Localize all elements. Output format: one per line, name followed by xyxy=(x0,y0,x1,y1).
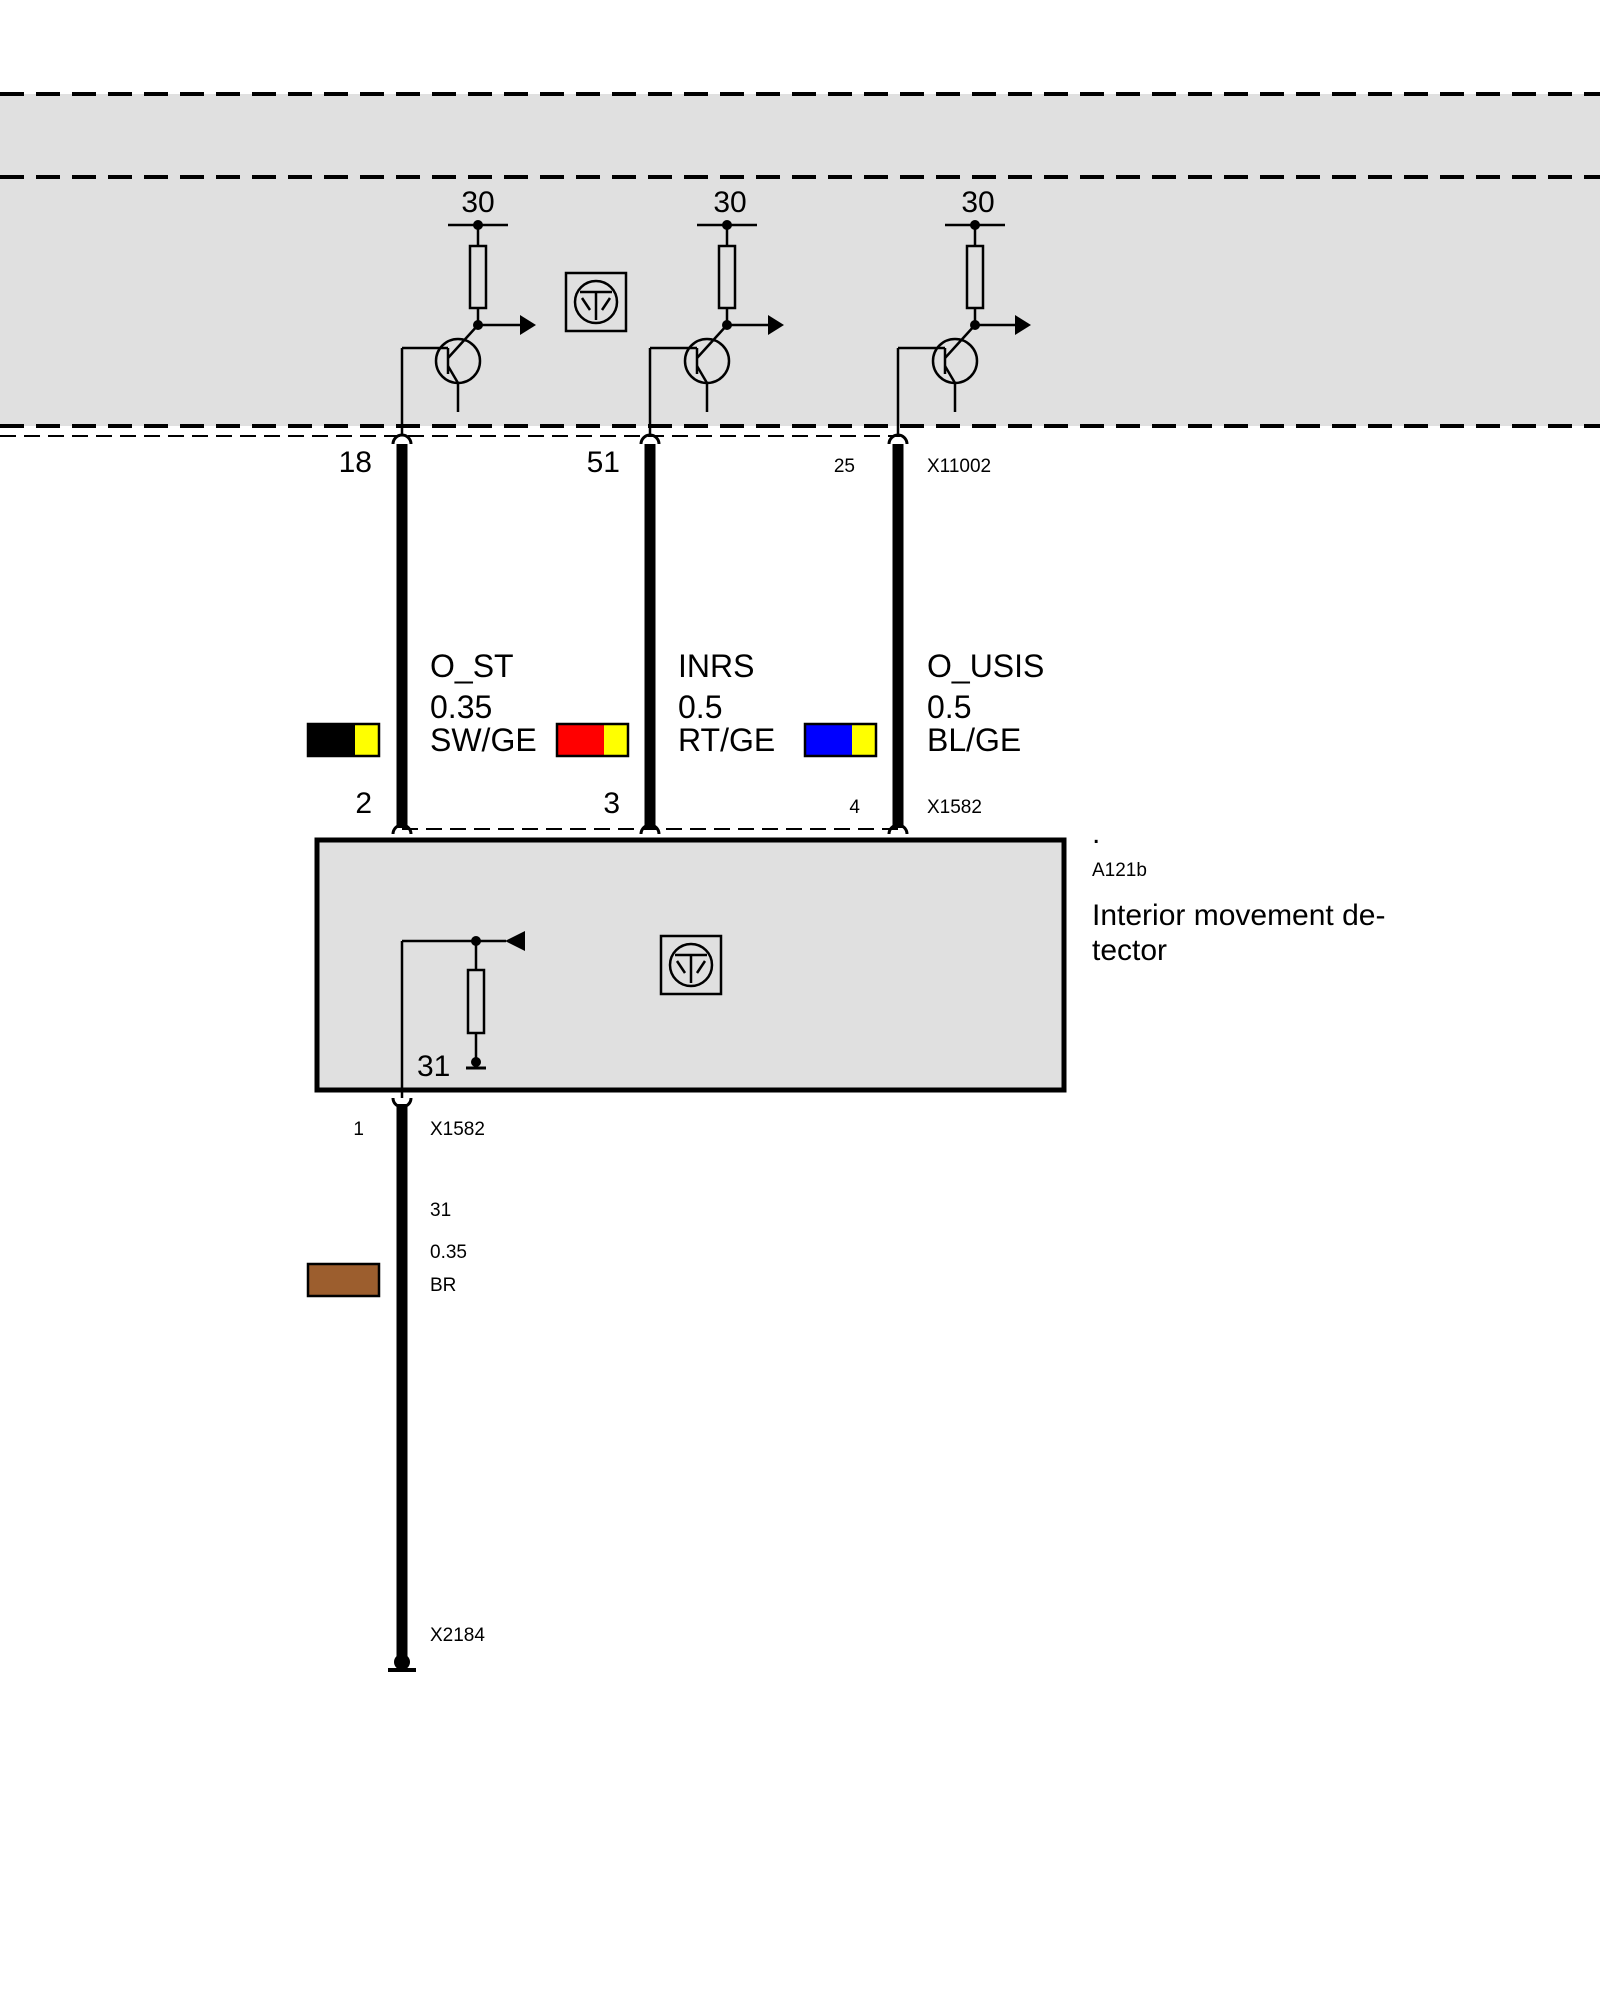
pin-terminal-icon xyxy=(887,823,909,835)
wire-gauge-o-usis: 0.5 xyxy=(927,689,971,725)
ground-terminal-label: 31 xyxy=(417,1050,450,1083)
wire-o-usis-labels: O_USIS 0.5 BL/GE xyxy=(803,648,1044,758)
connector-x1582-top: 2 3 4 X1582 xyxy=(355,787,982,835)
connector-x11002: 18 51 25 X11002 xyxy=(339,433,991,479)
wire-o-st-labels: O_ST 0.35 SW/GE xyxy=(306,648,537,758)
wire-color-code-o-st: SW/GE xyxy=(430,722,537,758)
ground-point-label-x2184: X2184 xyxy=(430,1625,485,1646)
wire-color-code-ground: BR xyxy=(430,1275,456,1296)
signal-name-inrs: INRS xyxy=(678,648,754,684)
wire-color-swatch-red xyxy=(557,724,604,756)
output-stage-2: 30 xyxy=(648,186,784,436)
transistor-icon xyxy=(402,324,482,412)
pin-label-18: 18 xyxy=(339,446,372,479)
component-dot: . xyxy=(1092,817,1100,850)
ground-point-icon xyxy=(394,1654,410,1670)
wire-inrs-labels: INRS 0.5 RT/GE xyxy=(555,648,775,758)
supply-label-2: 30 xyxy=(713,186,746,219)
pin-terminal-icon xyxy=(639,433,661,445)
electronic-module-icon xyxy=(564,271,628,333)
pin-terminal-icon xyxy=(391,433,413,445)
wire-gauge-o-st: 0.35 xyxy=(430,689,492,725)
wire-terminal-31: 31 xyxy=(430,1200,451,1221)
electronic-module-icon xyxy=(659,934,723,996)
component-name-line-1: Interior movement de- xyxy=(1092,899,1385,932)
pin-terminal-icon xyxy=(887,433,909,445)
wire-color-code-inrs: RT/GE xyxy=(678,722,775,758)
output-stage-1: 30 xyxy=(400,186,536,436)
output-arrow-icon xyxy=(768,315,784,335)
signal-name-o-st: O_ST xyxy=(430,648,514,684)
output-arrow-icon xyxy=(1015,315,1031,335)
signal-name-o-usis: O_USIS xyxy=(927,648,1044,684)
control-module-body xyxy=(0,94,1600,426)
wire-color-swatch-blue xyxy=(805,724,852,756)
wire-color-swatch-yellow xyxy=(604,724,628,756)
transistor-icon xyxy=(898,324,979,412)
connector-label-x1582-bottom: X1582 xyxy=(430,1119,485,1140)
pin-terminal-icon xyxy=(391,823,413,835)
pin-label-4: 4 xyxy=(849,797,860,818)
pin-label-1: 1 xyxy=(353,1119,364,1140)
wire-color-swatch-yellow xyxy=(852,724,876,756)
transistor-icon xyxy=(650,324,731,412)
supply-label-3: 30 xyxy=(961,186,994,219)
supply-label-1: 30 xyxy=(461,186,494,219)
connector-label-x1582: X1582 xyxy=(927,797,982,818)
interior-movement-detector: 31 . A121b Interior movement de- tector xyxy=(314,817,1385,1098)
wire-gauge-ground: 0.35 xyxy=(430,1242,467,1263)
control-module: 30 30 xyxy=(0,92,1600,437)
component-id-a121b: A121b xyxy=(1092,860,1147,881)
output-arrow-icon xyxy=(520,315,536,335)
input-arrow-icon xyxy=(505,931,525,951)
wire-color-code-o-usis: BL/GE xyxy=(927,722,1021,758)
wire-color-swatch-black xyxy=(308,724,355,756)
connector-label-x11002: X11002 xyxy=(927,456,991,477)
pin-label-2: 2 xyxy=(355,787,372,820)
pin-label-51: 51 xyxy=(587,446,620,479)
pin-terminal-icon xyxy=(639,823,661,835)
component-name-line-2: tector xyxy=(1092,934,1167,967)
wire-color-swatch-brown xyxy=(306,1262,381,1298)
ground-circuit: 1 X1582 31 0.35 BR X2184 xyxy=(306,1097,485,1672)
wire-color-swatch-yellow xyxy=(355,724,379,756)
wire-gauge-inrs: 0.5 xyxy=(678,689,722,725)
output-stage-3: 30 xyxy=(896,186,1031,436)
pin-label-3: 3 xyxy=(603,787,620,820)
pin-label-25: 25 xyxy=(834,456,855,477)
